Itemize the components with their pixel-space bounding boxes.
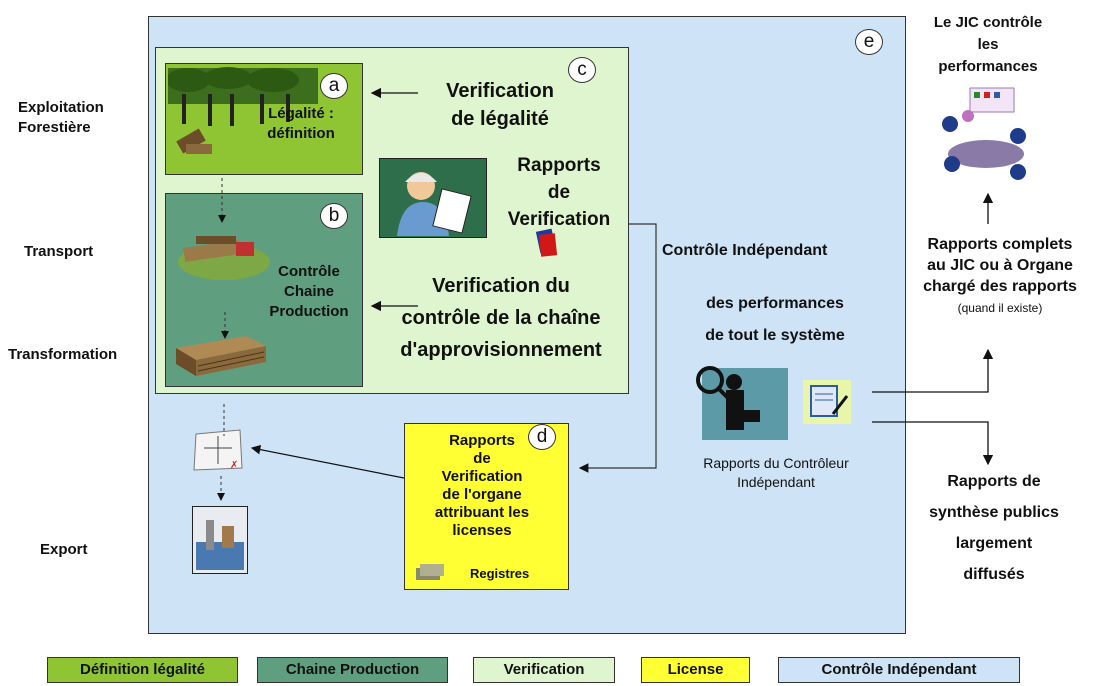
complete-reports-text: Rapports complets au JIC ou à Organe cha… bbox=[923, 236, 1077, 295]
marker-b: b bbox=[320, 203, 348, 229]
lumber-stack-icon bbox=[176, 336, 266, 376]
report-books-icon bbox=[535, 228, 558, 257]
supply-chain-verification-text: Verification du contrôle de la chaîne d'… bbox=[400, 275, 602, 361]
marker-c: c bbox=[568, 57, 596, 83]
license-reports-text: Rapports de Verification de l'organe att… bbox=[434, 432, 530, 539]
svg-text:✗: ✗ bbox=[230, 460, 238, 471]
production-chain-text: Contrôle Chaine Production bbox=[269, 263, 349, 320]
independent-reports-text: Rapports du Contrôleur Indépendant bbox=[703, 455, 849, 490]
marker-d: d bbox=[528, 424, 556, 450]
legality-verification-text: Verification de légalité bbox=[446, 80, 554, 130]
registers-icon bbox=[416, 564, 444, 580]
label-transformation: Transformation bbox=[8, 346, 118, 363]
log-truck-icon bbox=[178, 236, 270, 280]
legality-definition-text: Légalité : définition bbox=[267, 105, 335, 142]
inspector-icon bbox=[379, 158, 487, 238]
marker-e: e bbox=[855, 29, 883, 55]
jic-title: Le JIC contrôle les performances bbox=[933, 14, 1043, 75]
label-transport: Transport bbox=[24, 243, 94, 260]
system-performance-text: des performances de tout le système bbox=[705, 295, 845, 344]
public-reports-text: Rapports de synthèse publics largement d… bbox=[929, 473, 1059, 583]
meeting-icon bbox=[942, 87, 1026, 180]
marker-a: a bbox=[320, 73, 348, 99]
export-port-icon bbox=[192, 506, 248, 574]
independent-control-title: Contrôle Indépendant bbox=[662, 242, 828, 259]
legend-verification: Verification bbox=[473, 657, 615, 683]
registers-label: Registres bbox=[470, 566, 530, 581]
report-document-icon bbox=[803, 380, 851, 424]
license-box bbox=[404, 423, 569, 590]
legend-definition: Définition légalité bbox=[47, 657, 238, 683]
export-document-icon: ✗ bbox=[193, 429, 243, 471]
forest-icon bbox=[168, 67, 318, 154]
legend-production-chain: Chaine Production bbox=[257, 657, 448, 683]
legend-license: License bbox=[641, 657, 750, 683]
verification-reports-text: Rapports de Verification bbox=[507, 155, 611, 230]
legend-independent-control: Contrôle Indépendant bbox=[778, 657, 1020, 683]
label-exploitation: Exploitation Forestière bbox=[18, 99, 104, 136]
label-export: Export bbox=[40, 541, 88, 558]
when-exists-note: (quand il existe) bbox=[957, 301, 1043, 315]
investigator-icon bbox=[696, 366, 788, 440]
